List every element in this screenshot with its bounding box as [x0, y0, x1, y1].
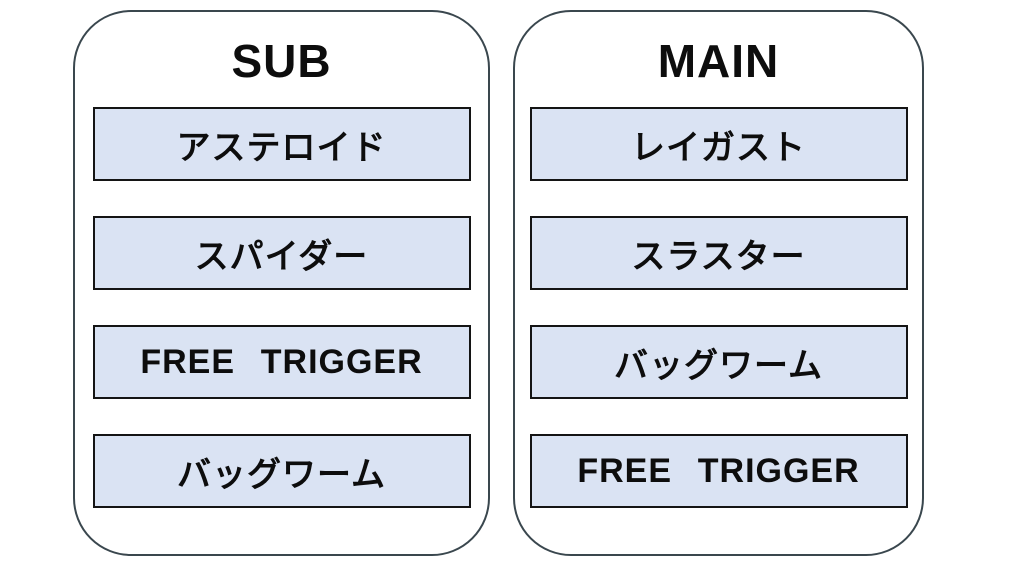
panel-main: MAIN レイガスト スラスター バッグワーム FREE TRIGGER [513, 10, 924, 556]
trigger-box-sub-2: スパイダー [92, 216, 471, 290]
trigger-box-main-4: FREE TRIGGER [529, 434, 908, 508]
trigger-box-sub-3: FREE TRIGGER [92, 325, 471, 399]
trigger-box-sub-2-label: スパイダー [194, 237, 369, 276]
trigger-box-main-1-label: レイガスト [631, 128, 806, 167]
trigger-box-sub-1: アステロイド [92, 107, 471, 181]
trigger-box-main-1: レイガスト [529, 107, 908, 181]
panel-sub-title: SUB [231, 35, 332, 87]
trigger-box-main-2: スラスター [529, 216, 908, 290]
trigger-box-main-3: バッグワーム [529, 325, 908, 399]
trigger-box-sub-4-label: バッグワーム [177, 455, 386, 494]
trigger-box-main-4-label: FREE TRIGGER [577, 451, 860, 490]
trigger-box-main-3-label: バッグワーム [614, 346, 823, 385]
trigger-box-main-2-label: スラスター [631, 237, 806, 276]
trigger-box-sub-1-label: アステロイド [176, 128, 387, 167]
panel-main-title: MAIN [657, 35, 780, 87]
trigger-box-sub-4: バッグワーム [92, 434, 471, 508]
trigger-box-sub-3-label: FREE TRIGGER [140, 342, 423, 381]
panel-sub: SUB アステロイド スパイダー FREE TRIGGER バッグワーム [73, 10, 490, 556]
